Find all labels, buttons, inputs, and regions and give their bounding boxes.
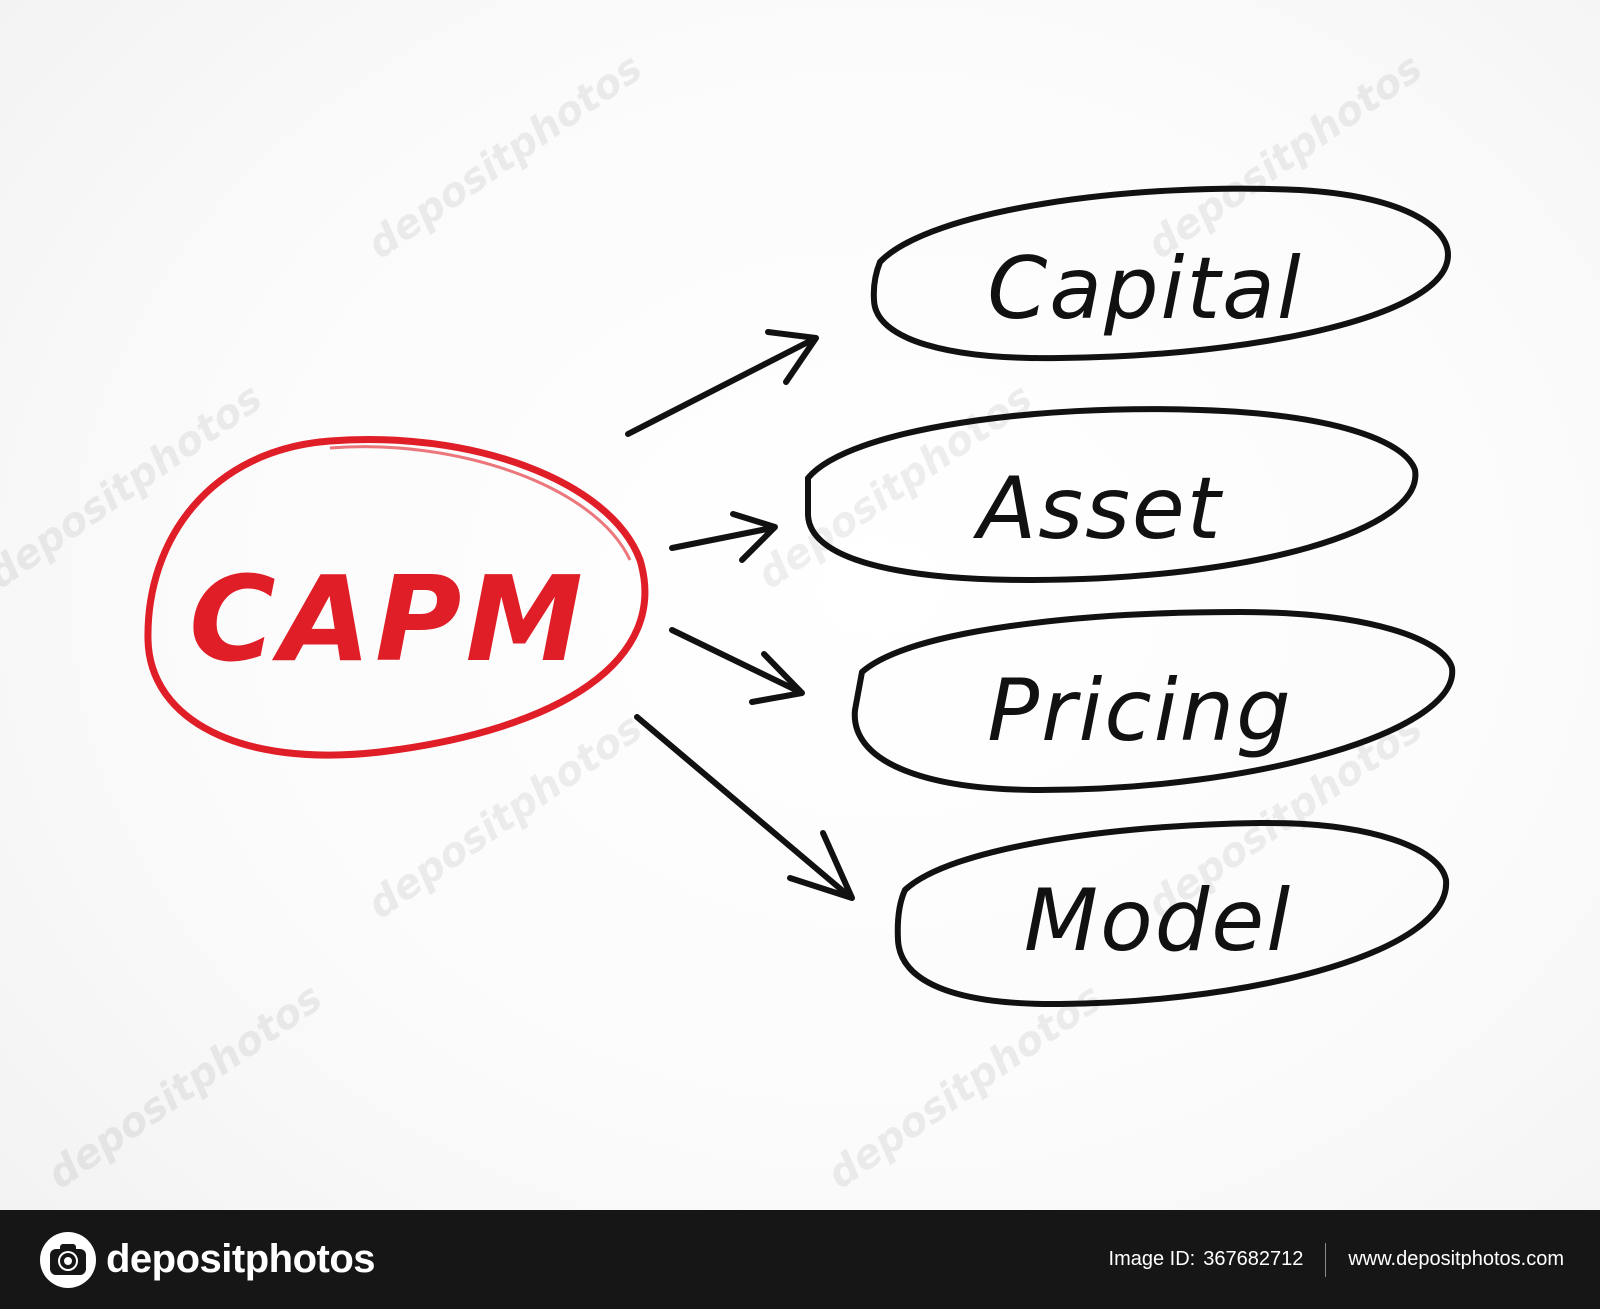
arrows [625,329,855,901]
arrow-to-asset [669,511,778,563]
node-label-asset: Asset [972,459,1223,559]
image-id-value: 367682712 [1203,1248,1304,1270]
watermark-text: depositphotos [1139,45,1430,268]
node-label-capital: Capital [987,239,1303,339]
footer-info: Image ID: 367682712 www.depositphotos.co… [1108,1242,1564,1277]
arrow-to-model [634,714,855,901]
node-label-pricing: Pricing [987,661,1292,761]
arrow-to-pricing [669,627,805,705]
brand-name: depositphotos [106,1237,376,1281]
center-label: CAPM [189,550,587,688]
node-labels: Capital Asset Pricing Model [972,239,1303,971]
node-label-model: Model [1024,871,1292,971]
watermark-text: depositphotos [359,705,650,928]
footer-divider [1325,1242,1327,1277]
nodes [805,185,1456,1008]
node-ellipse-pricing [851,609,1456,793]
diagram-canvas: depositphotos depositphotos depositphoto… [0,45,1456,1198]
node-ellipse-model [894,819,1450,1008]
camera-icon [40,1231,96,1288]
node-ellipse-capital [870,185,1451,362]
footer-bar: depositphotos Image ID: 367682712 www.de… [0,1210,1600,1309]
arrow-to-capital [625,329,819,437]
website-link[interactable]: www.depositphotos.com [1348,1248,1564,1270]
watermark-text: depositphotos [359,45,650,268]
center-node: CAPM [144,435,649,759]
node-ellipse-asset [805,406,1419,583]
watermark-text: depositphotos [819,975,1110,1198]
brand-logo[interactable]: depositphotos [40,1231,376,1288]
image-id-label: Image ID: [1108,1248,1196,1270]
center-ellipse [144,435,649,759]
watermark-text: depositphotos [39,975,330,1198]
